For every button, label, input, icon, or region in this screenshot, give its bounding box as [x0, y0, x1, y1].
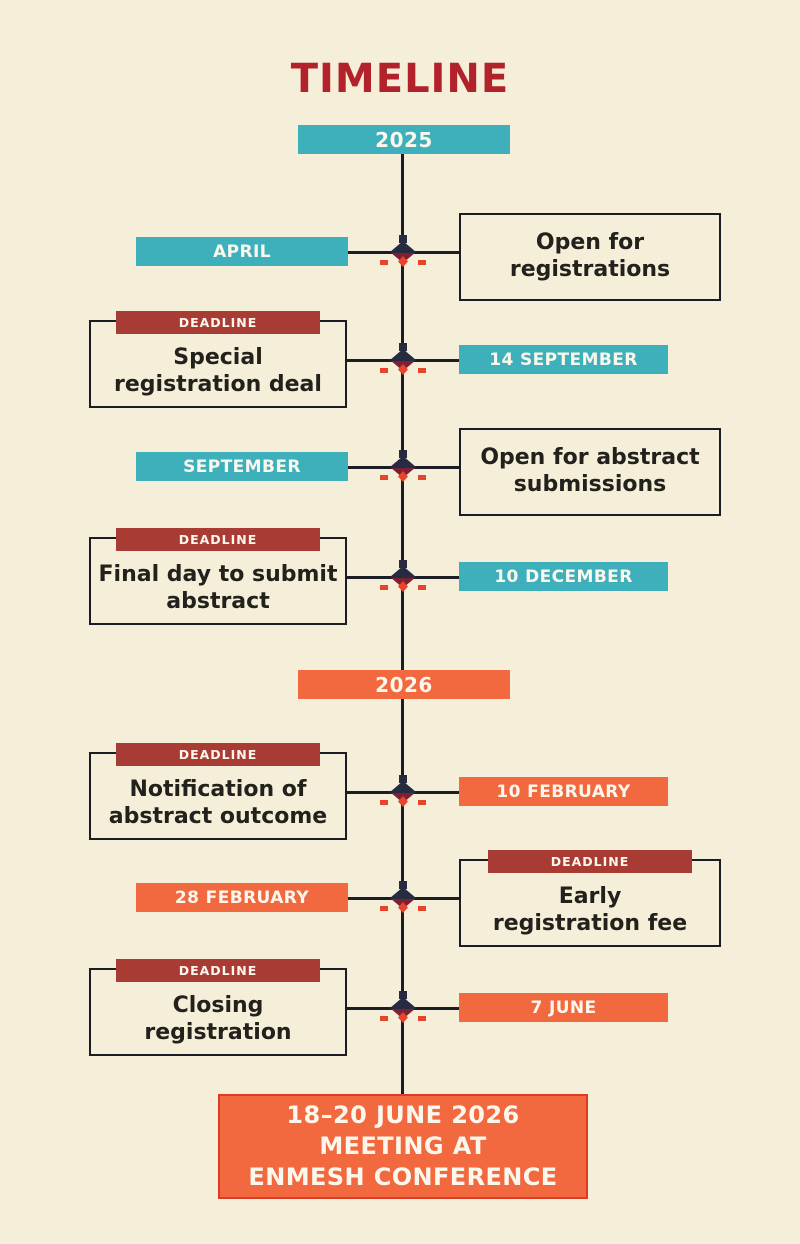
node-left-dot	[380, 368, 388, 373]
node-tip	[398, 902, 408, 913]
year-banner-2025: 2025	[298, 125, 510, 154]
node-nub	[399, 235, 407, 243]
timeline-axis-line	[401, 153, 404, 1095]
node-right-dot	[418, 1016, 426, 1021]
node-left-dot	[380, 906, 388, 911]
node-nub	[399, 881, 407, 889]
event-box-text: Open for registrations	[509, 230, 671, 282]
event-box: Open for abstract submissions	[459, 428, 721, 516]
date-banner-label: 14 SEPTEMBER	[489, 349, 638, 370]
month-banner: APRIL	[136, 237, 348, 266]
node-tip	[398, 256, 408, 267]
node-diamond-icon	[390, 241, 416, 263]
deadline-box-text: Special registration deal	[114, 344, 322, 397]
event-box-text: Open for abstract submissions	[480, 445, 700, 497]
deadline-badge-label: DEADLINE	[178, 963, 258, 978]
node-right-dot	[418, 906, 426, 911]
deadline-box: Closing registration	[89, 968, 347, 1056]
node-nub	[399, 775, 407, 783]
deadline-badge: DEADLINE	[116, 311, 320, 334]
node-right-dot	[418, 368, 426, 373]
date-banner-label: 10 FEBRUARY	[496, 781, 631, 802]
year-banner-2026: 2026	[298, 670, 510, 699]
date-banner: 14 SEPTEMBER	[459, 345, 668, 374]
date-banner-label: 10 DECEMBER	[494, 566, 633, 587]
date-banner: 10 DECEMBER	[459, 562, 668, 591]
node-tip	[398, 796, 408, 807]
page-title: TIMELINE	[290, 56, 510, 102]
deadline-badge: DEADLINE	[488, 850, 692, 873]
node-tip	[398, 364, 408, 375]
node-left-dot	[380, 260, 388, 265]
year-banner-label: 2025	[375, 127, 433, 152]
deadline-badge-label: DEADLINE	[178, 532, 258, 547]
month-banner-label: APRIL	[213, 241, 271, 262]
node-right-dot	[418, 800, 426, 805]
deadline-badge: DEADLINE	[116, 528, 320, 551]
event-box: Open for registrations	[459, 213, 721, 301]
node-nub	[399, 450, 407, 458]
node-diamond-icon	[390, 566, 416, 588]
node-nub	[399, 560, 407, 568]
node-right-dot	[418, 260, 426, 265]
year-banner-label: 2026	[375, 672, 433, 697]
node-nub	[399, 343, 407, 351]
node-right-dot	[418, 475, 426, 480]
month-banner-label: SEPTEMBER	[183, 456, 301, 477]
node-diamond-icon	[390, 456, 416, 478]
node-right-dot	[418, 585, 426, 590]
date-banner: 10 FEBRUARY	[459, 777, 668, 806]
deadline-badge-label: DEADLINE	[550, 854, 630, 869]
node-diamond-icon	[390, 349, 416, 371]
date-banner-label: 7 JUNE	[530, 997, 597, 1018]
node-diamond-icon	[390, 887, 416, 909]
date-banner: 28 FEBRUARY	[136, 883, 348, 912]
deadline-badge: DEADLINE	[116, 959, 320, 982]
month-banner: SEPTEMBER	[136, 452, 348, 481]
deadline-box: Early registration fee	[459, 859, 721, 947]
deadline-box-text: Final day to submit abstract	[98, 561, 338, 614]
deadline-badge-label: DEADLINE	[178, 315, 258, 330]
node-tip	[398, 581, 408, 592]
node-tip	[398, 1012, 408, 1023]
date-banner-label: 28 FEBRUARY	[174, 887, 310, 908]
deadline-box-text: Closing registration	[144, 992, 292, 1045]
node-left-dot	[380, 1016, 388, 1021]
deadline-box: Final day to submit abstract	[89, 537, 347, 625]
deadline-badge: DEADLINE	[116, 743, 320, 766]
conference-banner-text: 18–20 JUNE 2026 MEETING AT ENMESH CONFER…	[248, 1101, 558, 1191]
node-left-dot	[380, 475, 388, 480]
node-nub	[399, 991, 407, 999]
node-diamond-icon	[390, 997, 416, 1019]
node-diamond-icon	[390, 781, 416, 803]
deadline-badge-label: DEADLINE	[178, 747, 258, 762]
deadline-box-text: Notification of abstract outcome	[108, 776, 328, 829]
conference-banner: 18–20 JUNE 2026 MEETING AT ENMESH CONFER…	[218, 1094, 588, 1199]
date-banner: 7 JUNE	[459, 993, 668, 1022]
deadline-box: Special registration deal	[89, 320, 347, 408]
node-left-dot	[380, 585, 388, 590]
deadline-box-text: Early registration fee	[492, 883, 688, 936]
node-tip	[398, 471, 408, 482]
node-left-dot	[380, 800, 388, 805]
